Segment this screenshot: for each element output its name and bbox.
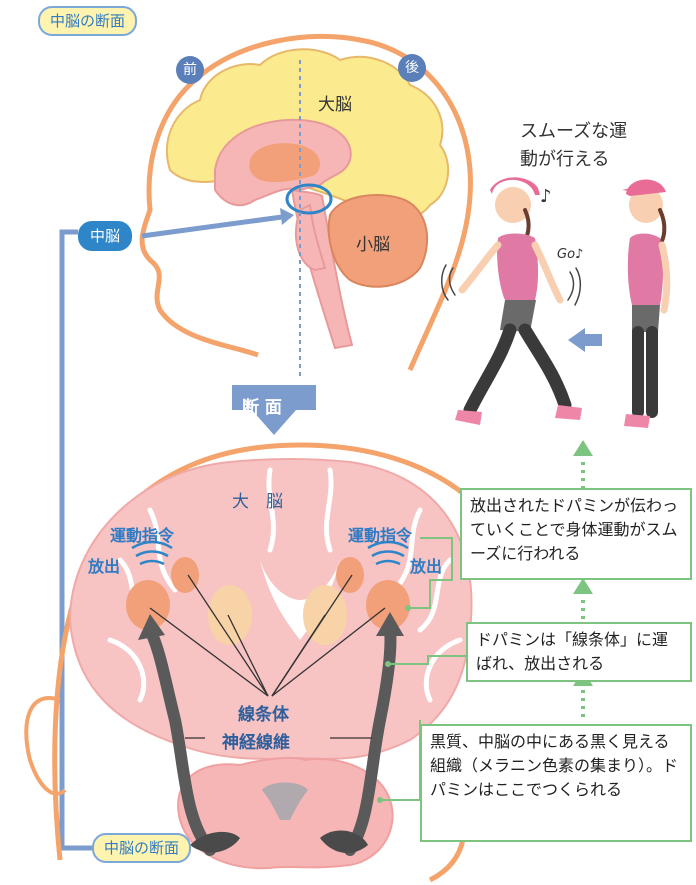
- midbrain-section-pill-bottom: 中脳の断面: [92, 833, 192, 863]
- release-left: 放出: [88, 557, 121, 576]
- section-label: 断 面: [242, 398, 282, 418]
- back-tag: 後: [398, 54, 426, 82]
- info-box-transmission: 放出されたドパミンが伝わっていくことで身体運動がスムーズに行われる: [460, 488, 692, 580]
- standing-woman: [622, 179, 671, 428]
- nerve-fiber-right: [344, 624, 397, 856]
- nerve-fiber-label: 神経線維: [222, 733, 290, 753]
- go-arrow: [568, 328, 602, 352]
- smooth-movement-caption: スムーズな運動が行える: [520, 121, 628, 170]
- nerve-fiber-left: [144, 624, 216, 856]
- cerebrum-section-label: 大 脳: [232, 492, 283, 512]
- ventricles: [260, 560, 340, 640]
- motor-command-left: 運動指令: [110, 526, 175, 545]
- striatum-label: 線条体: [238, 705, 289, 725]
- cerebellum-shape: [327, 194, 429, 288]
- go-caption: Go♪: [557, 247, 584, 262]
- connector-left-vertical: [59, 229, 98, 851]
- left-ear: [24, 696, 67, 796]
- front-tag: 前: [176, 56, 204, 84]
- info-box-substantia-nigra: 黒質、中脳の中にある黒く見える組織（メラニン色素の集まり）。ドパミンはここでつく…: [420, 724, 692, 842]
- midbrain-label: 中脳: [78, 221, 133, 251]
- striatum-left: [126, 580, 170, 630]
- cerebral-aqueduct: [262, 782, 308, 820]
- striatum-right: [366, 580, 410, 630]
- section-arrow: [232, 385, 316, 435]
- connector-midbrain: [141, 214, 283, 239]
- info-box-striatum: ドパミンは「線条体」に運ばれ、放出される: [466, 622, 692, 682]
- release-right: 放出: [410, 557, 443, 576]
- midbrain-highlight: [285, 183, 333, 215]
- walking-woman: [441, 177, 582, 425]
- cerebellum-label: 小脳: [356, 235, 390, 255]
- motor-command-right: 運動指令: [348, 526, 413, 545]
- thalamus: [249, 143, 320, 183]
- cerebrum-label: 大脳: [318, 95, 352, 115]
- midbrain-section-pill-top: 中脳の断面: [38, 6, 138, 36]
- pons: [295, 203, 327, 272]
- music-note: ♪: [540, 186, 552, 207]
- substantia-nigra-left: [190, 831, 240, 853]
- substantia-nigra-right: [320, 830, 368, 854]
